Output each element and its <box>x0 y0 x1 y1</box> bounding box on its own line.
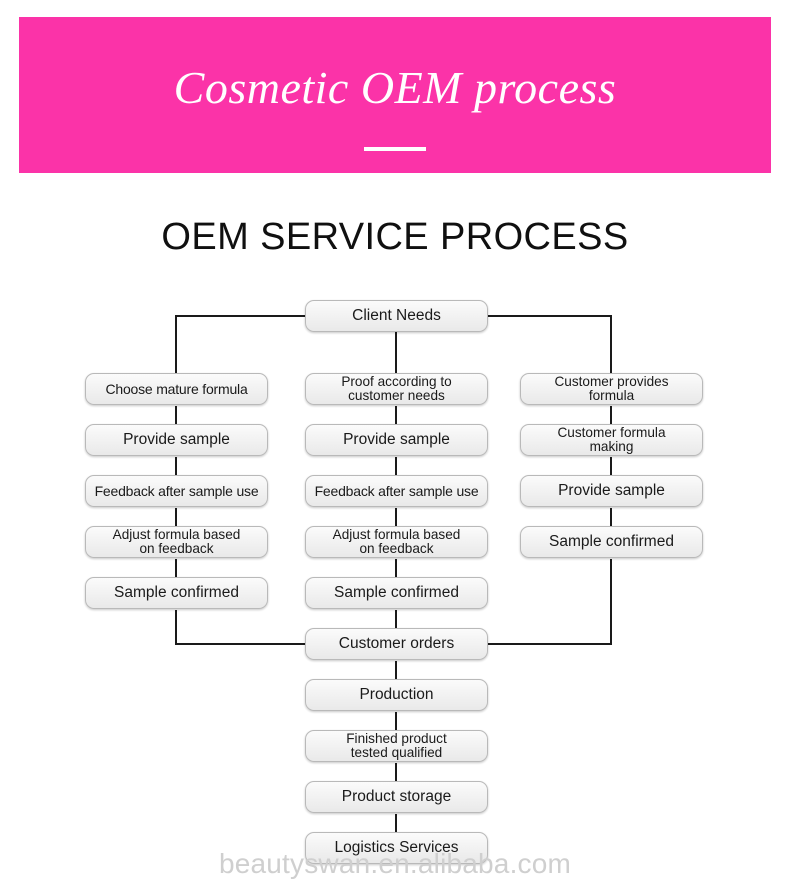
flow-node-middle-feedback-after-sample-use[interactable]: Feedback after sample use <box>305 475 488 507</box>
flow-node-finished-product-tested-qualified[interactable]: Finished product tested qualified <box>305 730 488 762</box>
connector-root-to-right <box>488 314 613 373</box>
flow-node-right-sample-confirmed[interactable]: Sample confirmed <box>520 526 703 558</box>
flow-node-left-sample-confirmed[interactable]: Sample confirmed <box>85 577 268 609</box>
flow-node-choose-mature-formula[interactable]: Choose mature formula <box>85 373 268 405</box>
connector-root-to-left <box>174 314 305 373</box>
banner-title: Cosmetic OEM process <box>173 62 617 113</box>
flow-node-right-provide-sample[interactable]: Provide sample <box>520 475 703 507</box>
flow-node-customer-provides-formula[interactable]: Customer provides formula <box>520 373 703 405</box>
flow-node-proof-according-to-customer-needs[interactable]: Proof according to customer needs <box>305 373 488 405</box>
flow-node-middle-sample-confirmed[interactable]: Sample confirmed <box>305 577 488 609</box>
flow-node-middle-adjust-formula[interactable]: Adjust formula based on feedback <box>305 526 488 558</box>
connector-left-to-merge <box>174 610 305 646</box>
flow-node-logistics-services[interactable]: Logistics Services <box>305 832 488 864</box>
connector-right-to-merge <box>488 559 613 646</box>
flow-node-left-adjust-formula[interactable]: Adjust formula based on feedback <box>85 526 268 558</box>
flow-node-product-storage[interactable]: Product storage <box>305 781 488 813</box>
header-banner: Cosmetic OEM process <box>19 17 771 173</box>
flow-node-left-provide-sample[interactable]: Provide sample <box>85 424 268 456</box>
flow-node-client-needs[interactable]: Client Needs <box>305 300 488 332</box>
flow-node-customer-formula-making[interactable]: Customer formula making <box>520 424 703 456</box>
flow-node-customer-orders[interactable]: Customer orders <box>305 628 488 660</box>
page-title: OEM SERVICE PROCESS <box>161 216 629 258</box>
banner-divider <box>364 147 426 151</box>
flow-node-production[interactable]: Production <box>305 679 488 711</box>
flow-node-middle-provide-sample[interactable]: Provide sample <box>305 424 488 456</box>
flow-node-left-feedback-after-sample-use[interactable]: Feedback after sample use <box>85 475 268 507</box>
